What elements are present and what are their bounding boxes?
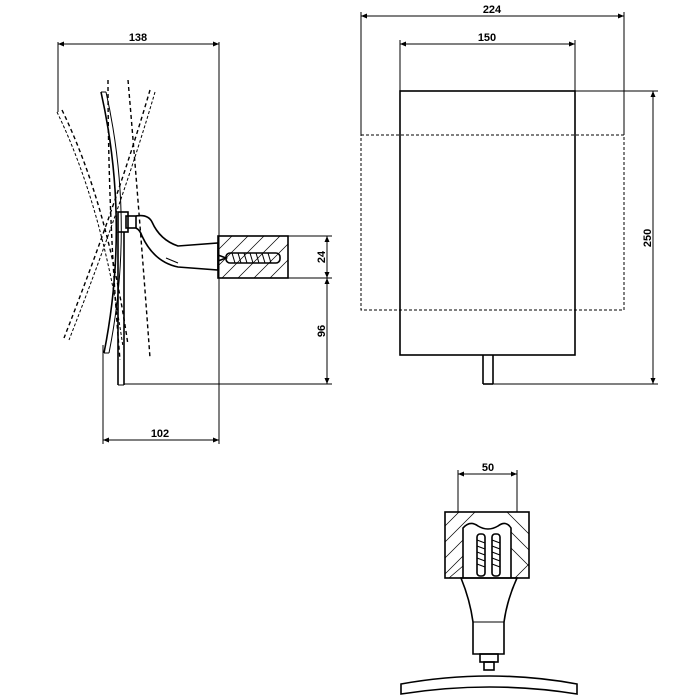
dim-label-96: 96: [316, 325, 328, 337]
front-mirror: [399, 90, 576, 356]
side-mirror-tilt-positions: [56, 79, 156, 361]
dim-138: 138: [57, 32, 220, 385]
dim-label-250: 250: [642, 229, 654, 247]
dim-label-138: 138: [129, 32, 147, 44]
side-arm: [135, 214, 219, 271]
dim-150: 150: [399, 32, 576, 91]
front-stem: [482, 355, 494, 385]
bottom-arm: [459, 577, 519, 655]
side-mirror: [100, 91, 118, 354]
dim-250: 250: [493, 90, 658, 385]
bottom-wall-plate: [444, 511, 530, 579]
dim-label-102: 102: [151, 428, 169, 440]
dim-label-50: 50: [482, 462, 494, 474]
dim-96: 96: [124, 278, 332, 385]
front-view: 224 150 250: [360, 4, 658, 385]
side-wall-plate: [217, 235, 289, 279]
bottom-pivot: [479, 653, 499, 663]
dim-102: 102: [102, 345, 220, 444]
side-pivot: [117, 211, 129, 233]
dim-50: 50: [457, 462, 518, 512]
dim-24: 24: [288, 235, 332, 279]
dim-label-224: 224: [483, 4, 502, 16]
bottom-view: 50: [400, 462, 578, 695]
dim-224: 224: [360, 4, 625, 135]
bottom-mirror-edge: [400, 675, 578, 695]
dim-label-150: 150: [478, 32, 496, 44]
side-view: 138: [56, 32, 332, 444]
front-mirror-rotated-outline: [360, 134, 625, 311]
dim-label-24: 24: [316, 250, 328, 263]
